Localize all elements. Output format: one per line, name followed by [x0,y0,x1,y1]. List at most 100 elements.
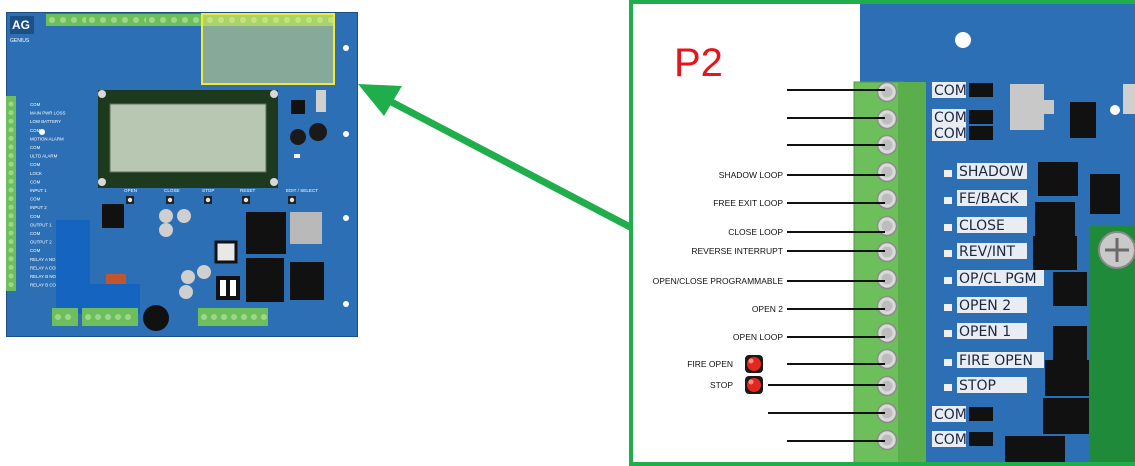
terminal-screw-icon [8,221,14,227]
terminal-screw-head [881,139,893,151]
callout-arrow [358,84,634,232]
silk-label-plate [932,125,966,141]
terminal-screw-head [881,380,893,392]
board-silk-label: RELAY B NO [30,274,57,279]
smd-part [969,407,993,421]
terminal-screw-icon [201,314,207,320]
terminal-screw-icon [49,17,55,23]
board-silk-label: MAIN PWR LOSS [30,111,65,116]
terminal-screw-icon [8,282,14,288]
silk-label-plate [957,297,1027,313]
silk-label-plate [932,82,966,98]
stop-button-icon[interactable] [747,378,761,392]
board-silk-label: OUTPUT 1 [30,222,52,227]
silk-label: COM [934,83,967,99]
led-pad [944,170,952,177]
smd-part [969,126,993,140]
terminal-screw-icon [8,127,14,133]
terminal-screw-icon [85,314,91,320]
terminal-screw-icon [8,161,14,167]
led-pad [944,250,952,257]
board-silk-label: LOW BATTERY [30,119,61,124]
terminal-screw-icon [251,17,257,23]
terminal-screw-icon [160,17,166,23]
fire-open-button-icon[interactable] [747,357,761,371]
led-pad [944,384,952,391]
terminal-screw-icon [8,213,14,219]
push-button-cap-icon [289,197,295,203]
push-button-cap-icon [205,197,211,203]
terminal-screw-icon [60,17,66,23]
ic-chip [1035,202,1075,240]
capacitor [197,265,211,279]
terminal-screw-icon [149,17,155,23]
silk-label: FIRE OPEN [959,353,1033,369]
led-pad [944,224,952,231]
board-silk-label: COM [30,214,41,219]
terminal-screw-icon [55,314,61,320]
terminal-screw-icon [8,204,14,210]
board-silk-label: COM [30,197,41,202]
terminal-screw-icon [261,314,267,320]
wire-label: FIRE OPEN [687,359,733,369]
mount-hole-icon [39,129,45,135]
terminal-screw-icon [251,314,257,320]
mount-hole-icon [955,32,971,48]
lcd-screen [109,103,267,173]
terminal-screw-icon [328,17,334,23]
terminal-screw-head [881,246,893,258]
terminal-screw-icon [100,17,106,23]
p2-header: P2 [674,41,723,85]
ic-chip [246,212,286,254]
fuse [106,274,126,284]
connector [316,90,326,112]
terminal-screw-icon [65,314,71,320]
board-silk-label: RELAY A NO [30,257,56,262]
smd-part [969,432,993,446]
wire-label: STOP [710,380,733,390]
terminal-screw-icon [8,264,14,270]
p2-highlight [201,13,335,85]
silk-label: COM [934,110,967,126]
ic-chip [1090,174,1120,214]
terminal-screw-icon [122,17,128,23]
terminal-screw-icon [273,17,279,23]
board-button-label: OPEN [124,188,137,193]
terminal-screw-head [881,434,893,446]
terminal-screw-icon [8,153,14,159]
ic-chip [1033,236,1077,270]
rtc-battery [290,129,306,145]
push-button-cap-icon [127,197,133,203]
silk-label: SHADOW [959,164,1024,180]
terminal-screw-icon [105,314,111,320]
lcd-screw-icon [98,178,106,186]
board-silk-label: OUTPUT 2 [30,240,52,245]
board-silk-label: COM [30,162,41,167]
silk-label: CLOSE [959,218,1005,234]
capacitor [177,209,191,223]
smd-part [969,110,993,124]
terminal-screw-head [881,407,893,419]
terminal-screw-icon [133,17,139,23]
board-button-label: STOP [202,188,214,193]
relay [290,212,322,244]
silk-label-plate [957,217,1027,233]
brand-logo-block [10,16,34,34]
mount-hole-icon [343,215,349,221]
silk-label: COM [934,432,967,448]
board-silk-label: RELAY A COM [30,265,59,270]
silk-label: OPEN 2 [959,298,1011,314]
terminal-screw-icon [8,273,14,279]
board-silk-label: COM [30,231,41,236]
mount-hole-icon [343,301,349,307]
terminal-screw-icon [8,135,14,141]
board-silk-label: MOTION ALARM [30,136,64,141]
board-silk-label: COM [30,145,41,150]
silk-label-plate [957,377,1027,393]
silk-label: COM [934,126,967,142]
mount-hole-icon [1110,105,1120,115]
silk-label: STOP [959,378,996,394]
top-terminal-strips [46,14,334,26]
ic-chip [1070,102,1096,138]
